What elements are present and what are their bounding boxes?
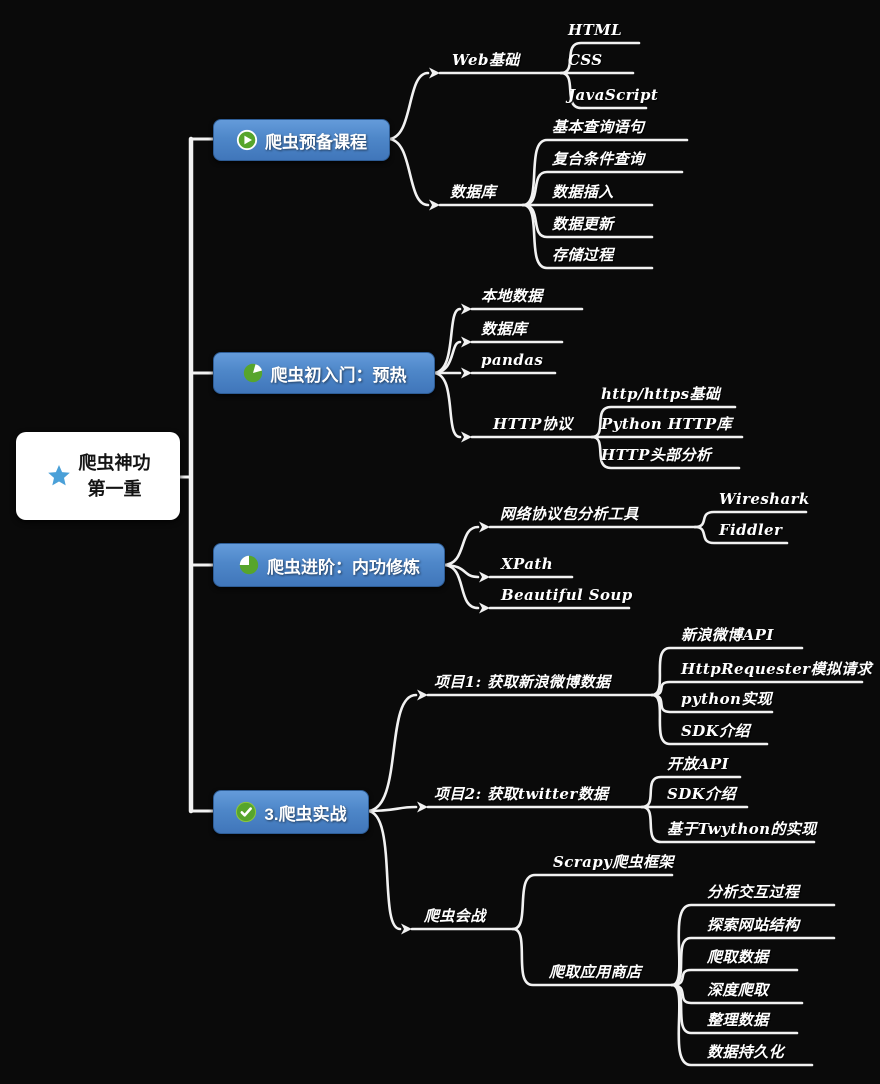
topic-compound-query[interactable]: 复合条件查询 — [552, 150, 645, 168]
root-topic[interactable]: 爬虫神功 第一重 — [16, 432, 180, 520]
topic-css[interactable]: CSS — [568, 51, 603, 69]
topic-crawl-app-store[interactable]: 爬取应用商店 — [549, 963, 642, 981]
topic-basic-query[interactable]: 基本查询语句 — [552, 118, 645, 136]
topic-crawl-data[interactable]: 爬取数据 — [707, 948, 769, 966]
topic-http-header-analysis[interactable]: HTTP头部分析 — [601, 446, 712, 464]
topic-database[interactable]: 数据库 — [450, 183, 497, 201]
topic-sdk-intro[interactable]: SDK介绍 — [681, 722, 750, 740]
topic-packet-analysis-tools[interactable]: 网络协议包分析工具 — [500, 505, 639, 523]
topic-analyze-interaction[interactable]: 分析交互过程 — [707, 883, 800, 901]
topic-data-insert[interactable]: 数据插入 — [552, 183, 614, 201]
branch-label: 3.爬虫实战 — [264, 804, 347, 824]
topic-sdk-intro-2[interactable]: SDK介绍 — [667, 785, 736, 803]
topic-xpath[interactable]: XPath — [501, 555, 554, 573]
branch-label: 爬虫预备课程 — [265, 132, 367, 152]
topic-data-persistence[interactable]: 数据持久化 — [707, 1043, 785, 1061]
topic-stored-procedure[interactable]: 存储过程 — [552, 246, 614, 264]
check-icon — [236, 801, 257, 823]
root-topic-label: 爬虫神功 第一重 — [78, 453, 151, 499]
topic-project1-weibo[interactable]: 项目1: 获取新浪微博数据 — [434, 673, 611, 691]
topic-deep-crawl[interactable]: 深度爬取 — [707, 981, 769, 999]
topic-data-update[interactable]: 数据更新 — [552, 215, 614, 233]
topic-http-protocol[interactable]: HTTP协议 — [493, 415, 573, 433]
topic-wireshark[interactable]: Wireshark — [719, 490, 810, 508]
topic-crawler-campaign[interactable]: 爬虫会战 — [424, 907, 486, 925]
play-icon — [236, 129, 258, 151]
topic-project2-twitter[interactable]: 项目2: 获取twitter数据 — [434, 785, 609, 803]
topic-organize-data[interactable]: 整理数据 — [707, 1011, 769, 1029]
branch-label: 爬虫初入门：预热 — [270, 365, 407, 385]
topic-html[interactable]: HTML — [568, 21, 623, 39]
branch-crawler-advanced[interactable]: 爬虫进阶：内功修炼 — [213, 543, 445, 587]
topic-local-data[interactable]: 本地数据 — [481, 287, 543, 305]
topic-fiddler[interactable]: Fiddler — [719, 521, 783, 539]
branch-crawler-intro-warmup[interactable]: 爬虫初入门：预热 — [213, 352, 435, 394]
topic-javascript[interactable]: JavaScript — [568, 86, 659, 104]
pie-quarter-icon — [239, 555, 259, 575]
topic-open-api[interactable]: 开放API — [667, 755, 729, 773]
branch-crawler-practice[interactable]: 3.爬虫实战 — [213, 790, 369, 834]
topic-explore-site-structure[interactable]: 探索网站结构 — [707, 916, 800, 934]
topic-beautiful-soup[interactable]: Beautiful Soup — [501, 586, 633, 604]
topic-database-2[interactable]: 数据库 — [481, 320, 528, 338]
topic-scrapy-framework[interactable]: Scrapy爬虫框架 — [553, 853, 674, 871]
topic-pandas[interactable]: pandas — [481, 351, 544, 369]
topic-python-impl[interactable]: python实现 — [681, 690, 773, 708]
pie-three-quarters-icon — [243, 363, 262, 383]
topic-web-basics[interactable]: Web基础 — [452, 51, 520, 69]
branch-label: 爬虫进阶：内功修炼 — [267, 557, 420, 577]
topic-http-https-basics[interactable]: http/https基础 — [601, 385, 721, 403]
topic-httprequester[interactable]: HttpRequester模拟请求 — [681, 660, 873, 678]
arrowheads — [401, 67, 490, 935]
star-icon — [47, 465, 70, 486]
branch-crawler-prep-course[interactable]: 爬虫预备课程 — [213, 119, 390, 161]
topic-twython-impl[interactable]: 基于Twython的实现 — [667, 820, 817, 838]
topic-python-http-lib[interactable]: Python HTTP库 — [601, 415, 733, 433]
topic-weibo-api[interactable]: 新浪微博API — [681, 626, 774, 644]
